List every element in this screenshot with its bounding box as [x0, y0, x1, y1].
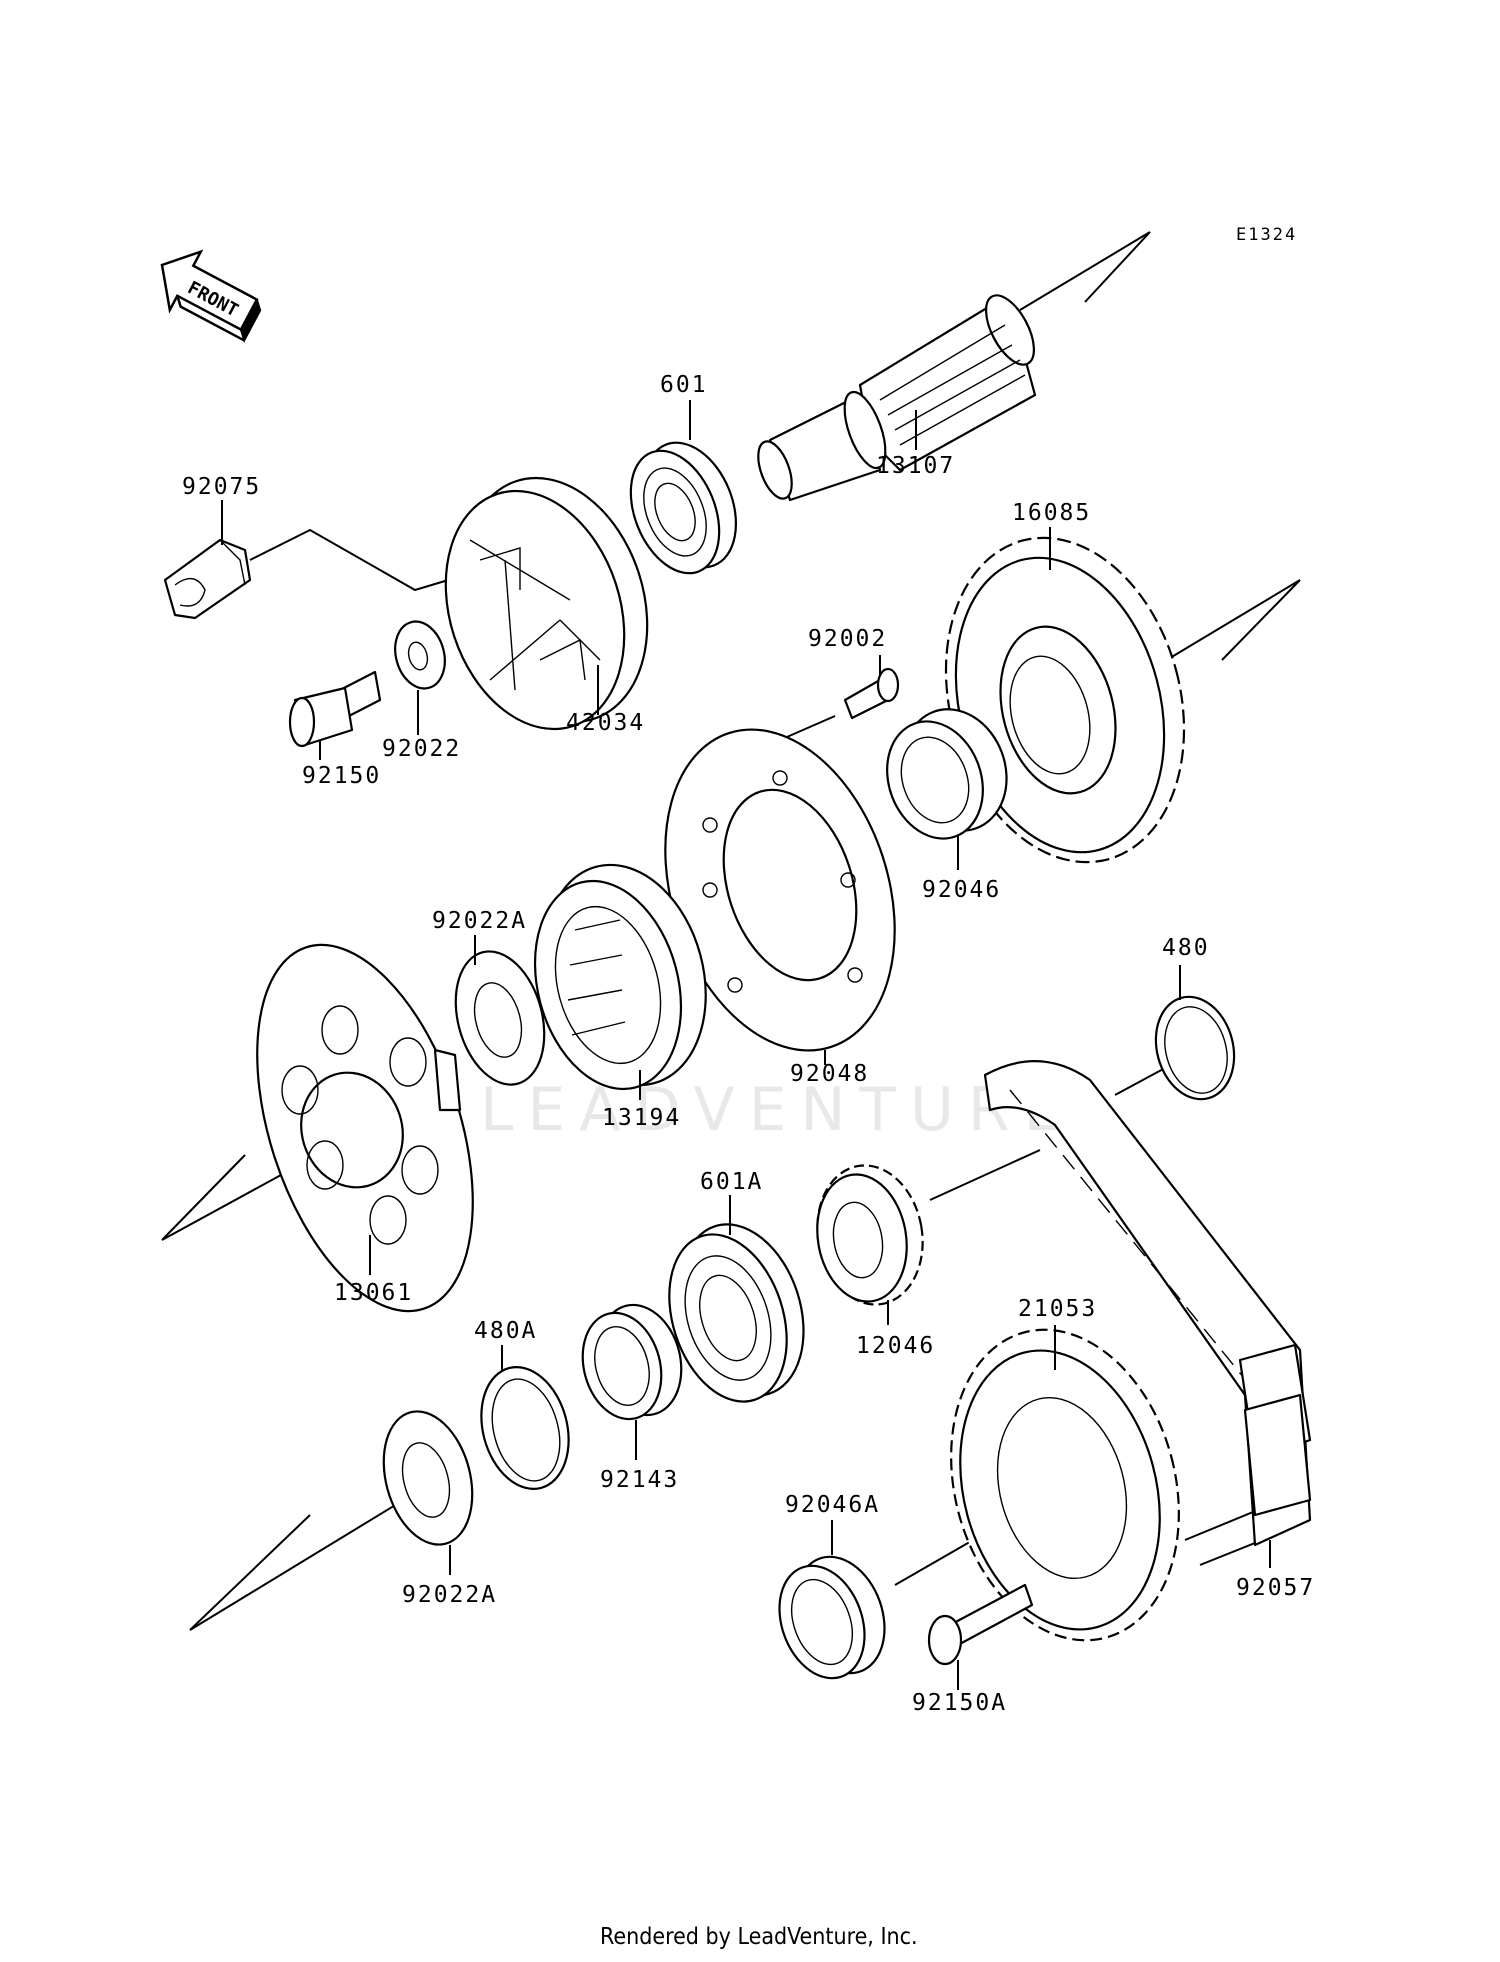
- part-label-21053[interactable]: 21053: [1018, 1296, 1097, 1322]
- diagram-code: E1324: [1236, 225, 1297, 245]
- bolt-92002: [843, 667, 900, 720]
- part-label-480[interactable]: 480: [1162, 935, 1210, 961]
- bolt-92150: [288, 670, 382, 748]
- part-label-92048[interactable]: 92048: [790, 1061, 869, 1087]
- needle-bearing-92046: [886, 708, 1008, 840]
- part-label-92075[interactable]: 92075: [182, 474, 261, 500]
- circlip-480A: [480, 1366, 570, 1490]
- part-label-13061[interactable]: 13061: [334, 1280, 413, 1306]
- label-leader-lines: [221, 400, 1271, 1690]
- gear-16085: [944, 536, 1186, 864]
- part-label-601A[interactable]: 601A: [700, 1169, 763, 1195]
- ring-92048: [664, 728, 896, 1052]
- front-arrow-icon: FRONT: [160, 249, 262, 344]
- chain-92057: [983, 1060, 1312, 1547]
- housing-42034: [444, 476, 649, 731]
- part-label-92022[interactable]: 92022: [382, 736, 461, 762]
- part-label-601[interactable]: 601: [660, 372, 708, 398]
- part-label-42034[interactable]: 42034: [566, 710, 645, 736]
- washer-92022: [394, 620, 446, 690]
- part-label-92022A-lower[interactable]: 92022A: [402, 1582, 497, 1608]
- hub-13061: [256, 943, 474, 1313]
- part-labels: 13107 601 92075 42034 92022 92150 16085 …: [182, 372, 1315, 1716]
- part-label-92046A[interactable]: 92046A: [785, 1492, 880, 1518]
- part-label-92143[interactable]: 92143: [600, 1467, 679, 1493]
- part-label-16085[interactable]: 16085: [1012, 500, 1091, 526]
- part-label-13194[interactable]: 13194: [602, 1105, 681, 1131]
- part-label-92022A-upper[interactable]: 92022A: [432, 908, 527, 934]
- part-label-480A[interactable]: 480A: [474, 1318, 537, 1344]
- watermark-text: LEADVENTURE: [480, 1075, 1076, 1145]
- part-label-92057[interactable]: 92057: [1236, 1575, 1315, 1601]
- part-label-12046[interactable]: 12046: [856, 1333, 935, 1359]
- collar-92143: [581, 1303, 683, 1421]
- bearing-601: [629, 441, 738, 575]
- bearing-601A: [668, 1223, 805, 1403]
- footer-credit: Rendered by LeadVenture, Inc.: [600, 1924, 918, 1950]
- needle-bearing-92046A: [778, 1555, 886, 1680]
- clutch-13194: [533, 863, 707, 1091]
- shaft-13107: [757, 294, 1037, 502]
- washer-92022A-upper: [454, 950, 546, 1086]
- block-92075: [163, 538, 252, 620]
- part-label-13107[interactable]: 13107: [876, 453, 955, 479]
- part-label-92046[interactable]: 92046: [922, 877, 1001, 903]
- bolt-92150A: [927, 1583, 1034, 1666]
- part-label-92002[interactable]: 92002: [808, 626, 887, 652]
- circlip-480: [1154, 995, 1236, 1101]
- sprocket-12046: [816, 1164, 924, 1306]
- washer-92022A-lower: [382, 1410, 474, 1546]
- part-label-92150A[interactable]: 92150A: [912, 1690, 1007, 1716]
- sprocket-21053: [950, 1328, 1180, 1642]
- part-label-92150[interactable]: 92150: [302, 763, 381, 789]
